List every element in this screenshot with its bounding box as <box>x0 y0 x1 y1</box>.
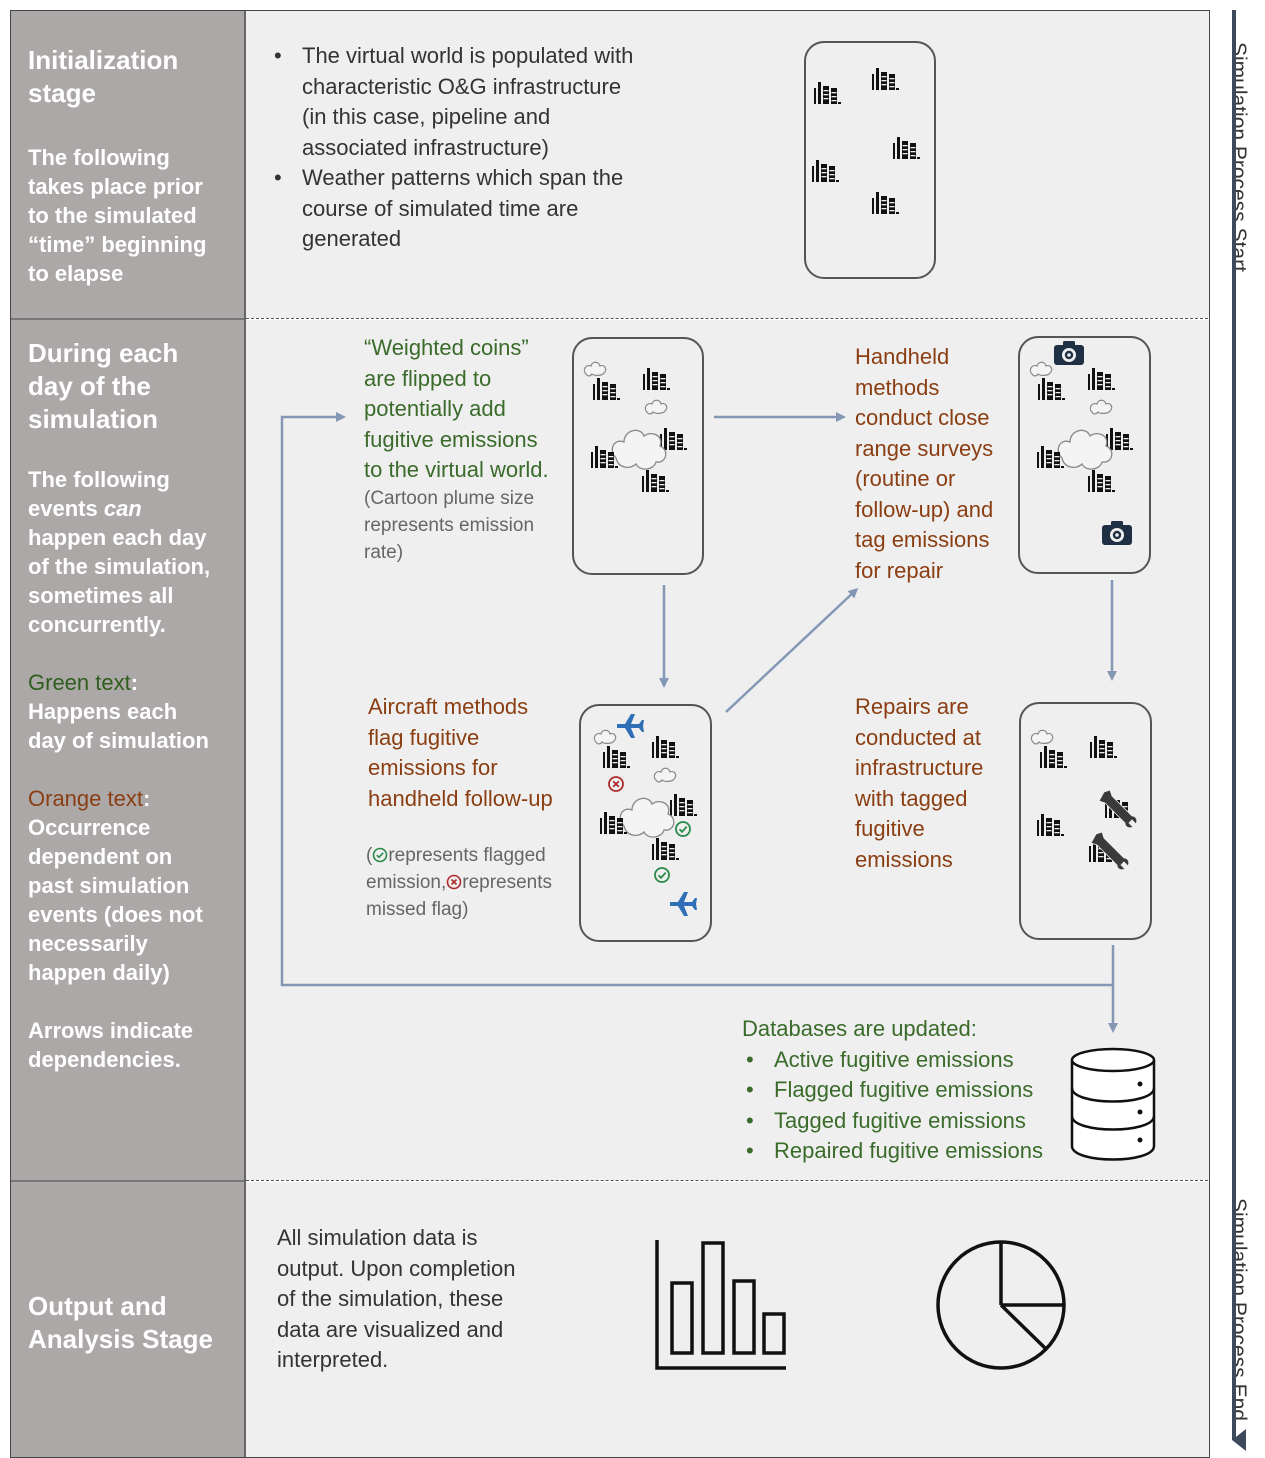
init-virtual-world <box>804 41 936 279</box>
camera-icon <box>1054 341 1084 365</box>
init-world-facilities <box>812 68 920 214</box>
check-circle-icon <box>373 847 388 863</box>
cross-circle-icon <box>446 874 462 890</box>
aircraft-world-contents <box>593 714 697 916</box>
green-text-legend: Green text: Happens each day of simulati… <box>28 670 209 753</box>
section-divider <box>11 1180 245 1182</box>
facility-icon <box>642 470 669 492</box>
handheld-text: Handheld methods conduct close range sur… <box>855 344 994 583</box>
database-item: Tagged fugitive emissions <box>742 1106 1043 1137</box>
column-divider <box>244 11 246 1458</box>
facility-icon <box>1037 814 1064 836</box>
orange-text-legend: Orange text: Occurrence dependent on pas… <box>28 786 203 985</box>
output-stage-panel <box>11 1182 245 1458</box>
check-circle-icon <box>654 867 670 883</box>
pie-chart-icon <box>936 1240 1066 1370</box>
plume-icon <box>1030 729 1054 745</box>
green-text-label: Green text <box>28 670 131 695</box>
plume-icon <box>593 729 617 745</box>
bar-chart-icon <box>655 1240 786 1370</box>
init-description: The following takes place prior to the s… <box>28 145 207 286</box>
cross-circle-icon <box>608 776 624 792</box>
init-stage-panel <box>11 11 245 318</box>
facility-icon <box>1088 368 1115 390</box>
init-bullet-weather: Weather patterns which span the course o… <box>270 163 633 255</box>
facility-icon <box>812 160 839 182</box>
coins-note: (Cartoon plume size represents emission … <box>364 488 535 563</box>
facility-icon <box>660 428 687 450</box>
section-dashed-divider <box>246 318 1208 319</box>
feedback-arrow <box>280 412 1115 987</box>
aircraft-text: Aircraft methods flag fugitive emissions… <box>368 694 553 811</box>
facility-icon <box>1040 746 1067 768</box>
repairs-text: Repairs are conducted at infrastructure … <box>855 694 984 872</box>
database-text: Databases are updated: Active fugitive e… <box>742 1014 1043 1167</box>
facility-icon <box>893 137 920 159</box>
facility-icon <box>1106 428 1133 450</box>
facility-icon <box>872 68 899 90</box>
plume-icon <box>1029 361 1053 377</box>
handheld-world-contents <box>1029 341 1133 545</box>
init-bullets: The virtual world is populated with char… <box>270 41 633 255</box>
wrench-icon <box>1098 789 1138 829</box>
facility-icon <box>1090 736 1117 758</box>
wrench-icon <box>1090 831 1130 871</box>
plume-icon <box>653 767 677 783</box>
coins-world-contents <box>583 361 687 492</box>
plume-icon <box>1057 429 1113 470</box>
facility-icon <box>1088 470 1115 492</box>
facility-icon <box>872 192 899 214</box>
output-title: Output and Analysis Stage <box>28 1291 213 1354</box>
facility-icon <box>593 378 620 400</box>
database-item: Repaired fugitive emissions <box>742 1136 1043 1167</box>
coins-text: “Weighted coins” are flipped to potentia… <box>364 335 549 482</box>
facility-icon <box>652 838 679 860</box>
facility-icon <box>814 82 841 104</box>
daily-stage-panel <box>11 320 245 1180</box>
plume-icon <box>583 361 607 377</box>
flow-arrows <box>280 412 1118 1033</box>
airplane-icon <box>617 714 644 738</box>
init-bullet-world: The virtual world is populated with char… <box>270 41 633 163</box>
orange-text-label: Orange text <box>28 786 143 811</box>
section-dashed-divider <box>246 1180 1208 1181</box>
database-item: Flagged fugitive emissions <box>742 1075 1043 1106</box>
facility-icon <box>603 746 630 768</box>
aircraft-note: (represents flagged emission,represents … <box>366 845 553 920</box>
section-divider <box>11 318 245 320</box>
check-circle-icon <box>675 821 691 837</box>
plume-icon <box>619 797 675 838</box>
airplane-icon <box>670 892 697 916</box>
camera-icon <box>1102 521 1132 545</box>
repairs-world-contents <box>1030 729 1138 871</box>
plume-icon <box>644 399 668 415</box>
daily-description: The following events can happen each day… <box>28 467 211 637</box>
output-description: All simulation data is output. Upon comp… <box>277 1225 516 1372</box>
database-item: Active fugitive emissions <box>742 1045 1043 1076</box>
plume-icon <box>611 429 667 470</box>
database-icon <box>1070 1047 1156 1161</box>
output-content-area <box>246 1182 1209 1458</box>
daily-title: During each day of the simulation <box>28 338 179 434</box>
facility-icon <box>643 368 670 390</box>
init-title: Initialization stage <box>28 45 179 108</box>
facility-icon <box>670 794 697 816</box>
arrows-note: Arrows indicate dependencies. <box>28 1018 194 1072</box>
plume-icon <box>1089 399 1113 415</box>
facility-icon <box>1038 378 1065 400</box>
facility-icon <box>652 736 679 758</box>
aircraft-to-handheld-arrow <box>725 587 859 713</box>
database-title: Databases are updated: <box>742 1016 977 1041</box>
